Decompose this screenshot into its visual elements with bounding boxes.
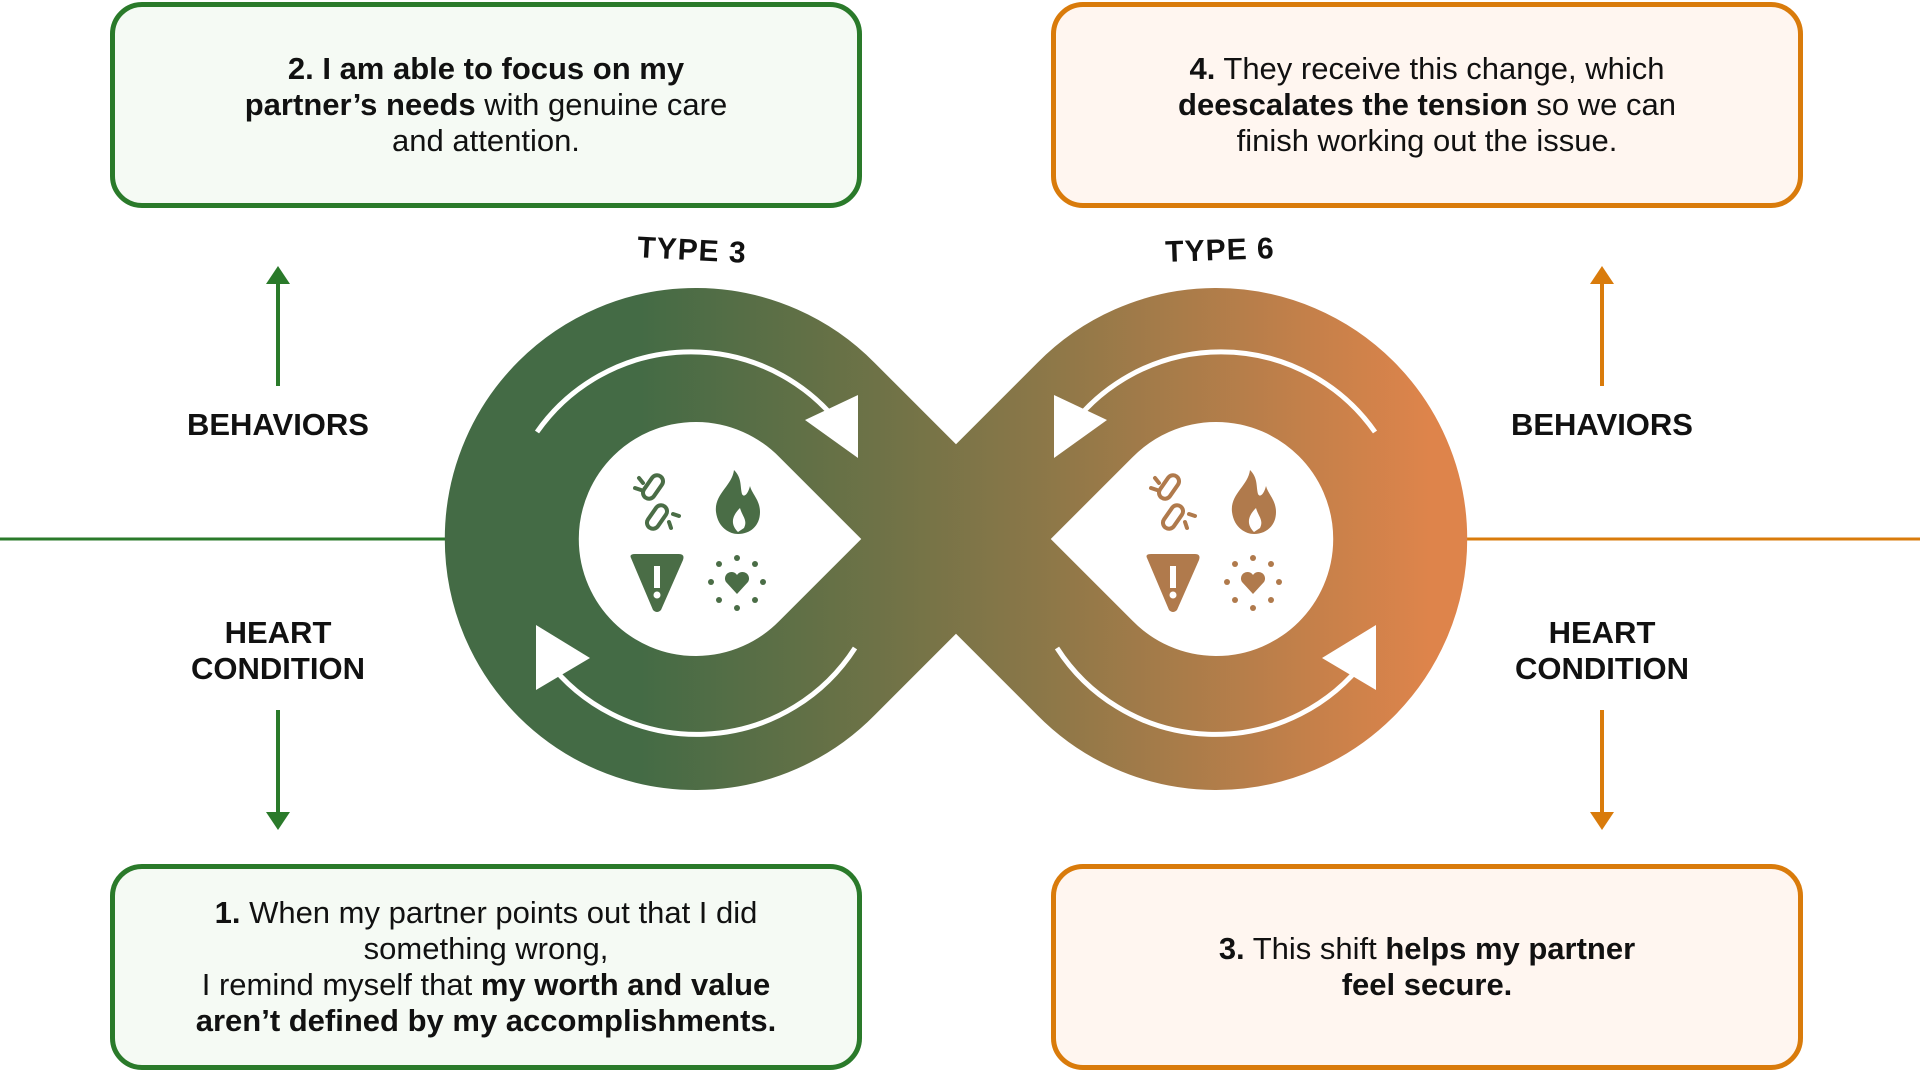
box-text-segment: with genuine care [475,87,728,122]
arrowheads [536,395,1376,690]
flame-icon [1231,470,1276,534]
arrow-top-left [534,349,848,434]
box-text-segment: finish working out the issue. [1236,123,1618,158]
heart-label-line: HEART [1548,615,1656,650]
arrow-down-left [266,710,290,830]
box-text-segment: so we can [1527,87,1676,122]
sparkling-heart-icon [708,555,766,611]
condition-label-line: CONDITION [191,651,365,686]
arrow-bottom-left [545,646,858,737]
broken-link-icon [633,473,681,531]
box-text-segment: This shift [1244,931,1386,966]
arrowhead-icon [1322,625,1376,690]
broken-link-icon [1149,473,1197,531]
behaviors-label-left: BEHAVIORS [186,407,369,442]
cycle-arrows [534,349,1378,737]
arrowhead-icon [1054,395,1107,458]
box-text-segment: and attention. [392,123,580,158]
box-text-segment: 2. I am able to focus on my [287,51,685,86]
arrow-bottom-right [1054,646,1367,737]
step-1-text: 1. When my partner points out that I did… [196,895,777,1039]
box-text-segment: my worth and value [480,967,771,1002]
step-1-box: 1. When my partner points out that I did… [110,864,862,1070]
type-6-label: TYPE 6 [1164,232,1276,269]
box-text-segment: helps my partner [1385,931,1636,966]
warning-icon [630,554,684,612]
box-text-segment: partner’s needs [244,87,476,122]
arrow-up-left [266,266,290,386]
warning-icon [1146,554,1200,612]
box-text-segment: feel secure. [1341,967,1513,1002]
box-text-segment: They receive this change, which [1215,51,1665,86]
box-text-segment: 3. [1218,931,1245,966]
box-text-segment: something wrong, [363,931,609,966]
box-text-segment: When my partner points out that I did [240,895,758,930]
box-text-segment: 1. [214,895,241,930]
box-text-segment: 4. [1189,51,1216,86]
infinity-loop [444,288,1468,790]
box-text-segment: aren’t defined by my accomplishments. [195,1003,777,1038]
arrowhead-icon [536,625,590,690]
arrow-down-right [1590,710,1614,830]
behaviors-label-right: BEHAVIORS [1510,407,1693,442]
icons-left [630,470,766,612]
arrow-up-right [1590,266,1614,386]
arrow-top-right [1064,349,1378,434]
icons-right [1146,470,1282,612]
heart-label-line: HEART [224,615,332,650]
type-3-label: TYPE 3 [636,231,748,270]
flame-icon [715,470,760,534]
box-text-segment: deescalates the tension [1178,87,1528,122]
arrowhead-icon [805,395,858,458]
box-text-segment: I remind myself that [201,967,481,1002]
condition-label-line: CONDITION [1515,651,1689,686]
sparkling-heart-icon [1224,555,1282,611]
